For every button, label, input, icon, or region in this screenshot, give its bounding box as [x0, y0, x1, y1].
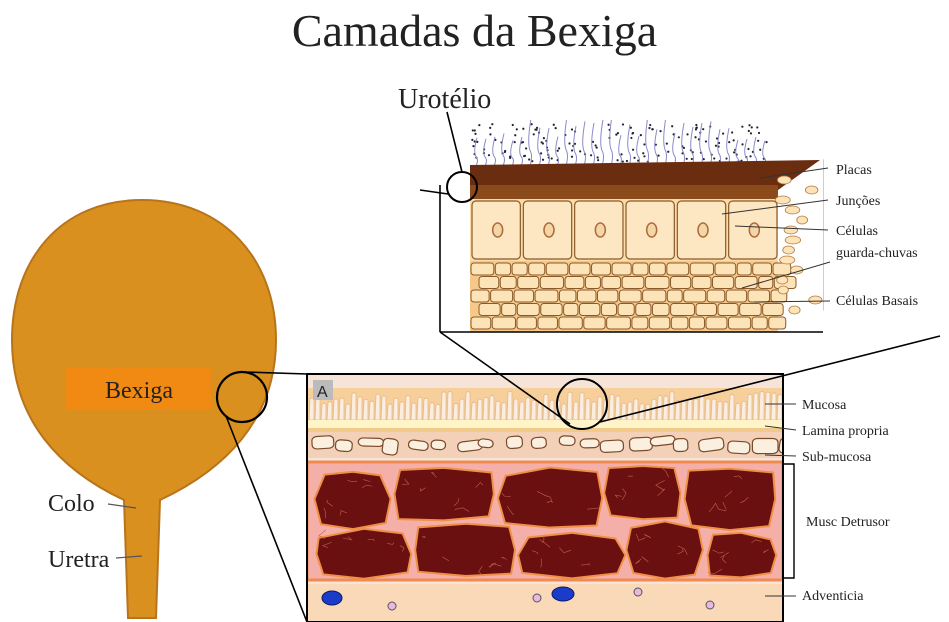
sub-mucosa-label: Sub-mucosa — [802, 450, 872, 465]
bladder-organ: Bexiga Colo Uretra — [12, 200, 276, 618]
urotelio-label: Urotélio — [398, 84, 491, 115]
musc-detrusor-label: Musc Detrusor — [806, 515, 890, 530]
zoom-line-bottom — [226, 416, 307, 622]
juncoes-label: Junções — [836, 194, 880, 209]
celulas-basais-label: Células Basais — [836, 294, 918, 309]
placas-label: Placas — [836, 163, 872, 178]
mucosa-label: Mucosa — [802, 398, 847, 413]
urothelium-panel — [440, 115, 823, 332]
celulas-label: Células — [836, 224, 878, 239]
adventicia-label: Adventicia — [802, 589, 864, 604]
wall-section — [307, 374, 804, 622]
panel-letter: A — [317, 384, 328, 401]
guarda-chuvas-label: guarda-chuvas — [836, 246, 918, 261]
lamina-propria-label: Lamina propria — [802, 424, 889, 439]
colo-label: Colo — [48, 491, 95, 517]
uretra-label: Uretra — [48, 547, 110, 573]
bexiga-label: Bexiga — [105, 378, 173, 404]
detrusor-bracket — [784, 464, 794, 578]
